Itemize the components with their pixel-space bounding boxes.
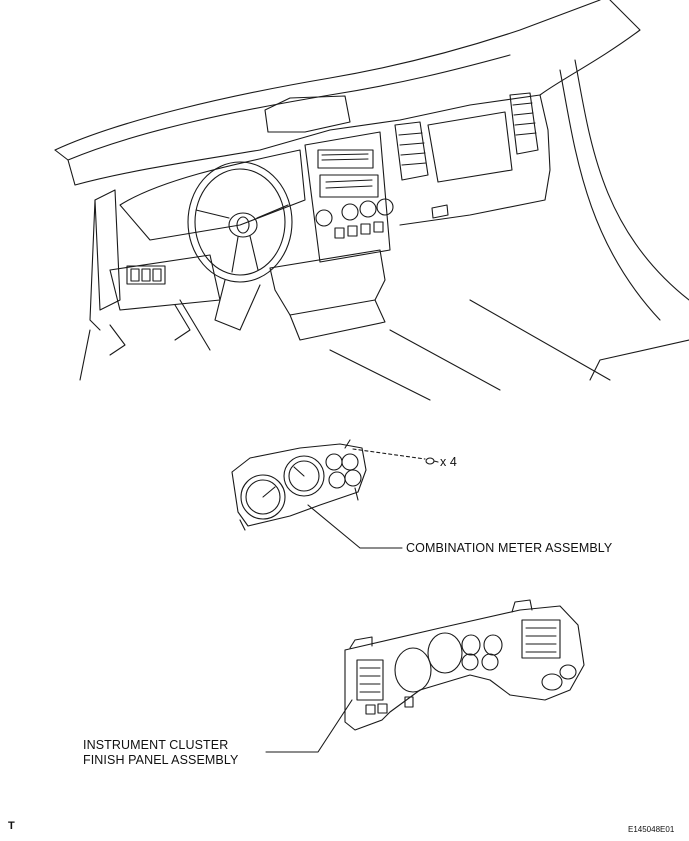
corner-mark: T <box>8 820 15 832</box>
combination-meter-assembly-label: COMBINATION METER ASSEMBLY <box>406 541 613 555</box>
dashboard-illustration <box>54 0 689 401</box>
finish-panel-label-line2: FINISH PANEL ASSEMBLY <box>83 753 239 767</box>
combination-meter-leader-line <box>307 504 403 549</box>
finish-panel-label-line1: INSTRUMENT CLUSTER <box>83 738 229 752</box>
finish-panel-leader-line <box>265 699 353 753</box>
finish-panel-drawing <box>344 599 585 731</box>
figure-id: E145048E01 <box>628 825 675 834</box>
combination-meter-drawing <box>231 439 367 531</box>
screw-fastener <box>352 448 439 465</box>
fastener-quantity-label: x 4 <box>440 455 457 469</box>
